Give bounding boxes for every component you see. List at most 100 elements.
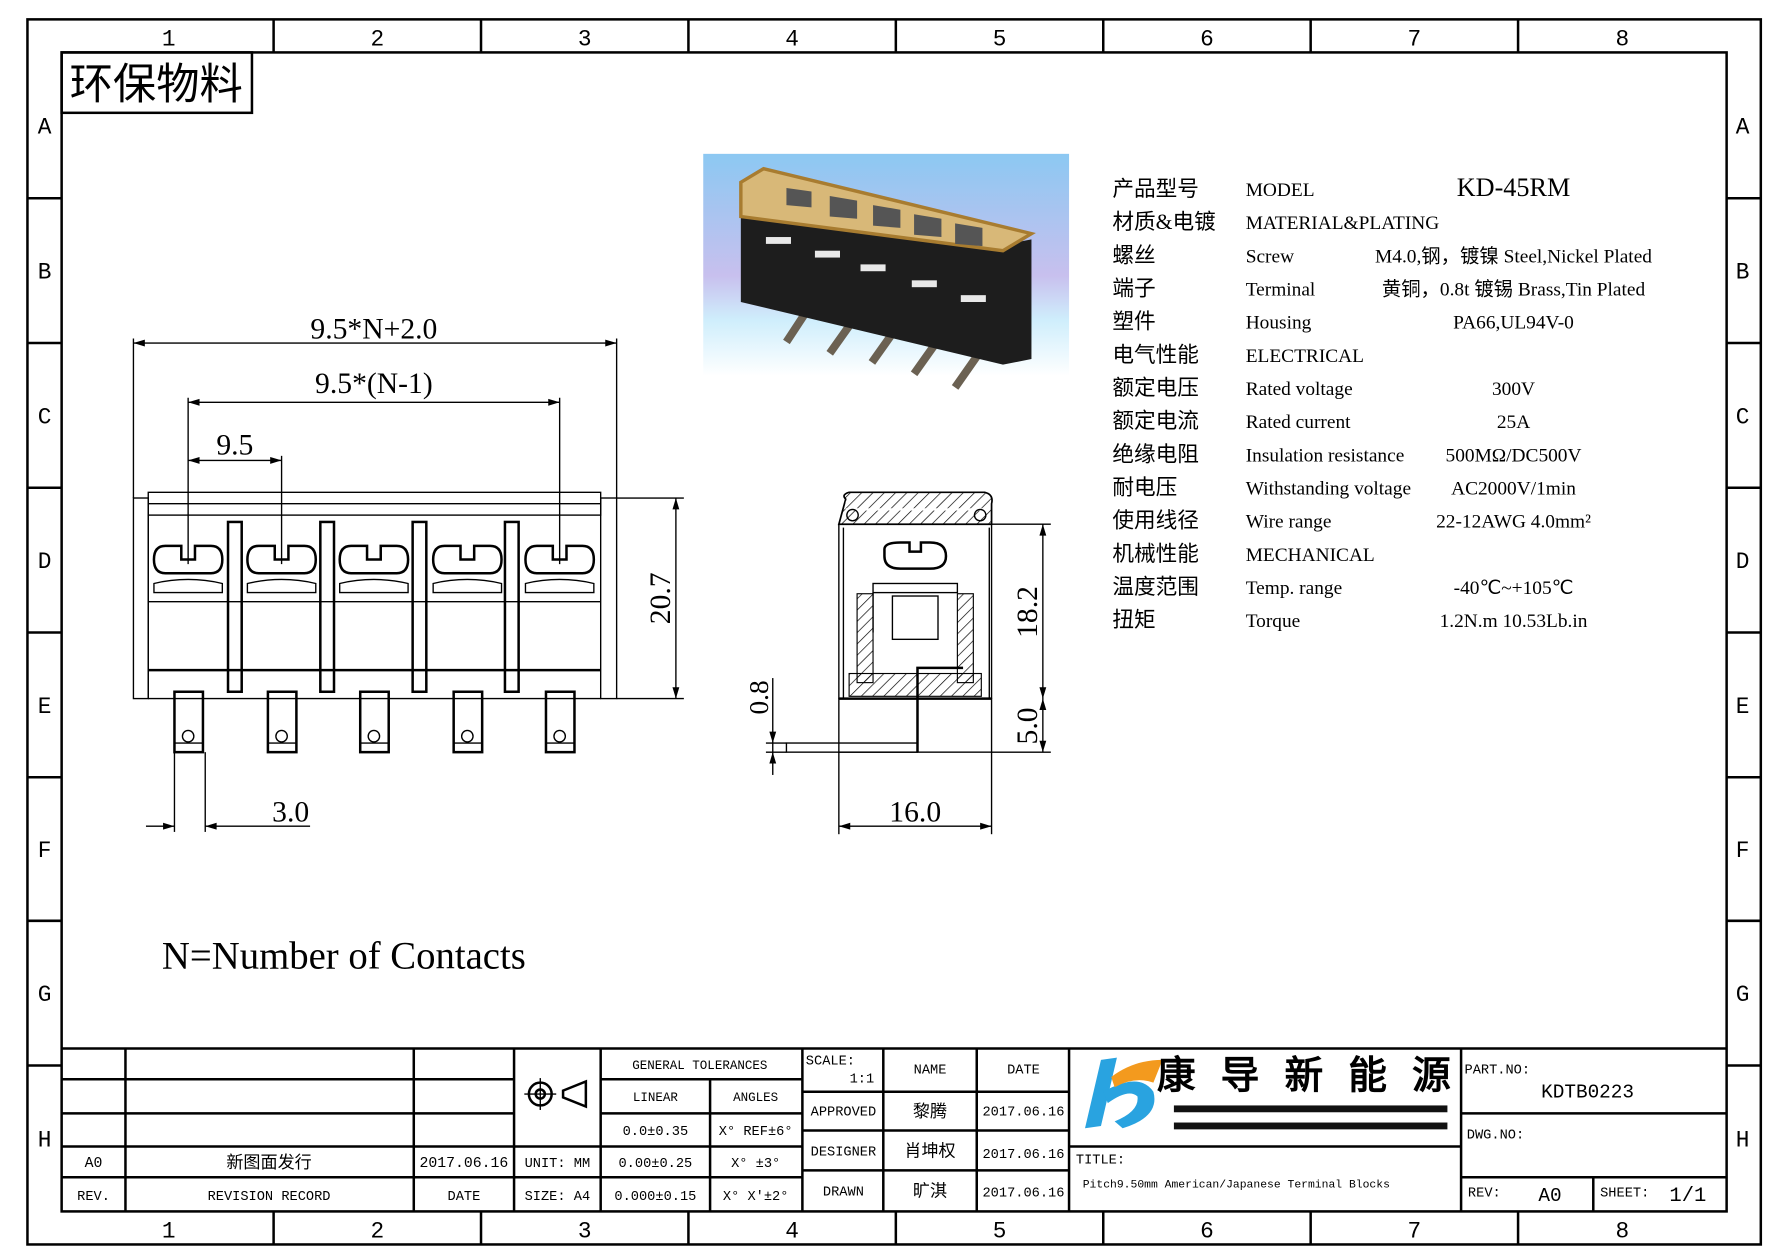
- dim-span: 9.5*(N-1): [315, 368, 433, 400]
- dimension-height: 20.7: [616, 497, 684, 700]
- rev-value: A0: [1538, 1185, 1561, 1207]
- grid-row-label: B: [1736, 260, 1750, 286]
- dimension-side-height: 18.2 5.0: [991, 523, 1051, 753]
- grid-column-label: 5: [993, 1219, 1007, 1245]
- drawn-name: 旷淇: [913, 1182, 947, 1201]
- spec-label-cn: 塑件: [1112, 310, 1155, 334]
- spec-label-en: Housing: [1246, 313, 1312, 334]
- spec-label-en: Terminal: [1246, 280, 1316, 301]
- grid-column-label: 5: [993, 27, 1007, 53]
- spec-label-en: Rated current: [1246, 412, 1351, 433]
- spec-value: 22-12AWG 4.0mm²: [1436, 512, 1591, 533]
- grid-column-label: 6: [1200, 27, 1214, 53]
- dwg-no-label: DWG.NO:: [1467, 1128, 1524, 1143]
- grid-row-label: B: [38, 260, 52, 286]
- dim-pitch: 9.5: [216, 430, 253, 462]
- size-label: SIZE: A4: [525, 1190, 591, 1205]
- spec-label-cn: 电气性能: [1112, 343, 1199, 367]
- grid-column-label: 3: [578, 27, 592, 53]
- angles-label: ANGLES: [733, 1091, 778, 1105]
- revision-record: 新图面发行: [226, 1153, 311, 1172]
- angle-tolerance-3: X° X'±2°: [723, 1190, 789, 1205]
- front-view: 9.5*N+2.0 9.5*(N-1) 9.5 20.7: [132, 313, 684, 832]
- designer-date: 2017.06.16: [982, 1148, 1064, 1163]
- grid-column-label: 8: [1616, 1219, 1630, 1245]
- screw-head-icon: [431, 544, 503, 575]
- spec-value: M4.0,钢，镀镍 Steel,Nickel Plated: [1375, 245, 1652, 267]
- dim-pin-thickness: 0.8: [744, 680, 774, 714]
- screw-washer: [153, 578, 224, 594]
- grid-row-label: E: [1736, 694, 1750, 720]
- grid-row-label: F: [1736, 838, 1750, 864]
- dim-pin-width: 3.0: [272, 797, 309, 829]
- grid-row-label: F: [38, 838, 52, 864]
- grid-column-label: 1: [162, 27, 176, 53]
- grid-column-label: 7: [1408, 27, 1422, 53]
- general-tolerances-label: GENERAL TOLERANCES: [632, 1059, 767, 1073]
- approved-name: 黎腾: [913, 1102, 947, 1121]
- spec-label-en: MECHANICAL: [1246, 545, 1375, 566]
- spec-label-en: ELECTRICAL: [1246, 346, 1364, 367]
- pin-hole: [460, 729, 474, 743]
- dimension-depth: 16.0: [838, 752, 993, 835]
- linear-tolerance-1: 0.0±0.35: [623, 1125, 689, 1140]
- solder-pin: [544, 690, 576, 754]
- grid-column-label: 1: [162, 1219, 176, 1245]
- title-label: TITLE:: [1076, 1154, 1125, 1169]
- spec-label-cn: 绝缘电阻: [1112, 442, 1199, 466]
- spec-label-en: Withstanding voltage: [1246, 478, 1411, 499]
- scale-label: SCALE:: [806, 1054, 855, 1069]
- part-no: KDTB0223: [1541, 1081, 1634, 1103]
- pin-hole: [367, 729, 381, 743]
- spec-row: 绝缘电阻 Insulation resistance 500MΩ/DC500V: [1112, 442, 1581, 466]
- designer-name: 肖坤权: [904, 1142, 955, 1161]
- approved-date: 2017.06.16: [982, 1106, 1064, 1121]
- product-photo: [703, 153, 1070, 390]
- grid-row-label: G: [38, 982, 52, 1008]
- dimension-overall: 9.5*N+2.0: [132, 313, 618, 499]
- date-column-header: DATE: [1007, 1064, 1040, 1079]
- screw-washer: [246, 578, 317, 594]
- grid-row-label: G: [1736, 982, 1750, 1008]
- screw-heads: [152, 544, 596, 594]
- grid-column-label: 6: [1200, 1219, 1214, 1245]
- spec-label-cn: 产品型号: [1112, 177, 1199, 201]
- dimension-pitch: 9.5: [188, 430, 283, 565]
- scale-value: 1:1: [850, 1073, 875, 1088]
- screw-head-icon: [152, 544, 224, 575]
- spec-label-cn: 使用线径: [1112, 509, 1199, 533]
- spec-label-cn: 额定电流: [1112, 409, 1199, 433]
- unit-label: UNIT: MM: [525, 1157, 591, 1172]
- linear-tolerance-2: 0.00±0.25: [618, 1157, 692, 1172]
- screw-head-icon: [246, 544, 318, 575]
- spec-label-en: Temp. range: [1246, 578, 1342, 599]
- designer-label: DESIGNER: [811, 1146, 877, 1161]
- screw-washer: [339, 578, 409, 594]
- grid-row-label: D: [38, 549, 52, 575]
- spec-label-en: Insulation resistance: [1246, 445, 1405, 466]
- screw-head-icon: [524, 544, 596, 575]
- pin-hole: [181, 729, 195, 743]
- solder-pins: [173, 690, 576, 754]
- revision-date: 2017.06.16: [420, 1156, 509, 1172]
- solder-pin: [452, 690, 484, 754]
- grid-column-label: 8: [1616, 27, 1630, 53]
- spec-value: 500MΩ/DC500V: [1446, 445, 1582, 466]
- spec-label-en: MATERIAL&PLATING: [1246, 213, 1440, 234]
- dim-depth: 16.0: [889, 797, 941, 829]
- spec-label-en: MODEL: [1246, 180, 1315, 201]
- grid-column-label: 7: [1408, 1219, 1422, 1245]
- rev-header: REV.: [77, 1190, 110, 1205]
- spec-value: 黄铜，0.8t 镀锡 Brass,Tin Plated: [1382, 279, 1646, 301]
- spec-label-cn: 温度范围: [1112, 575, 1199, 599]
- grid-row-label: E: [38, 694, 52, 720]
